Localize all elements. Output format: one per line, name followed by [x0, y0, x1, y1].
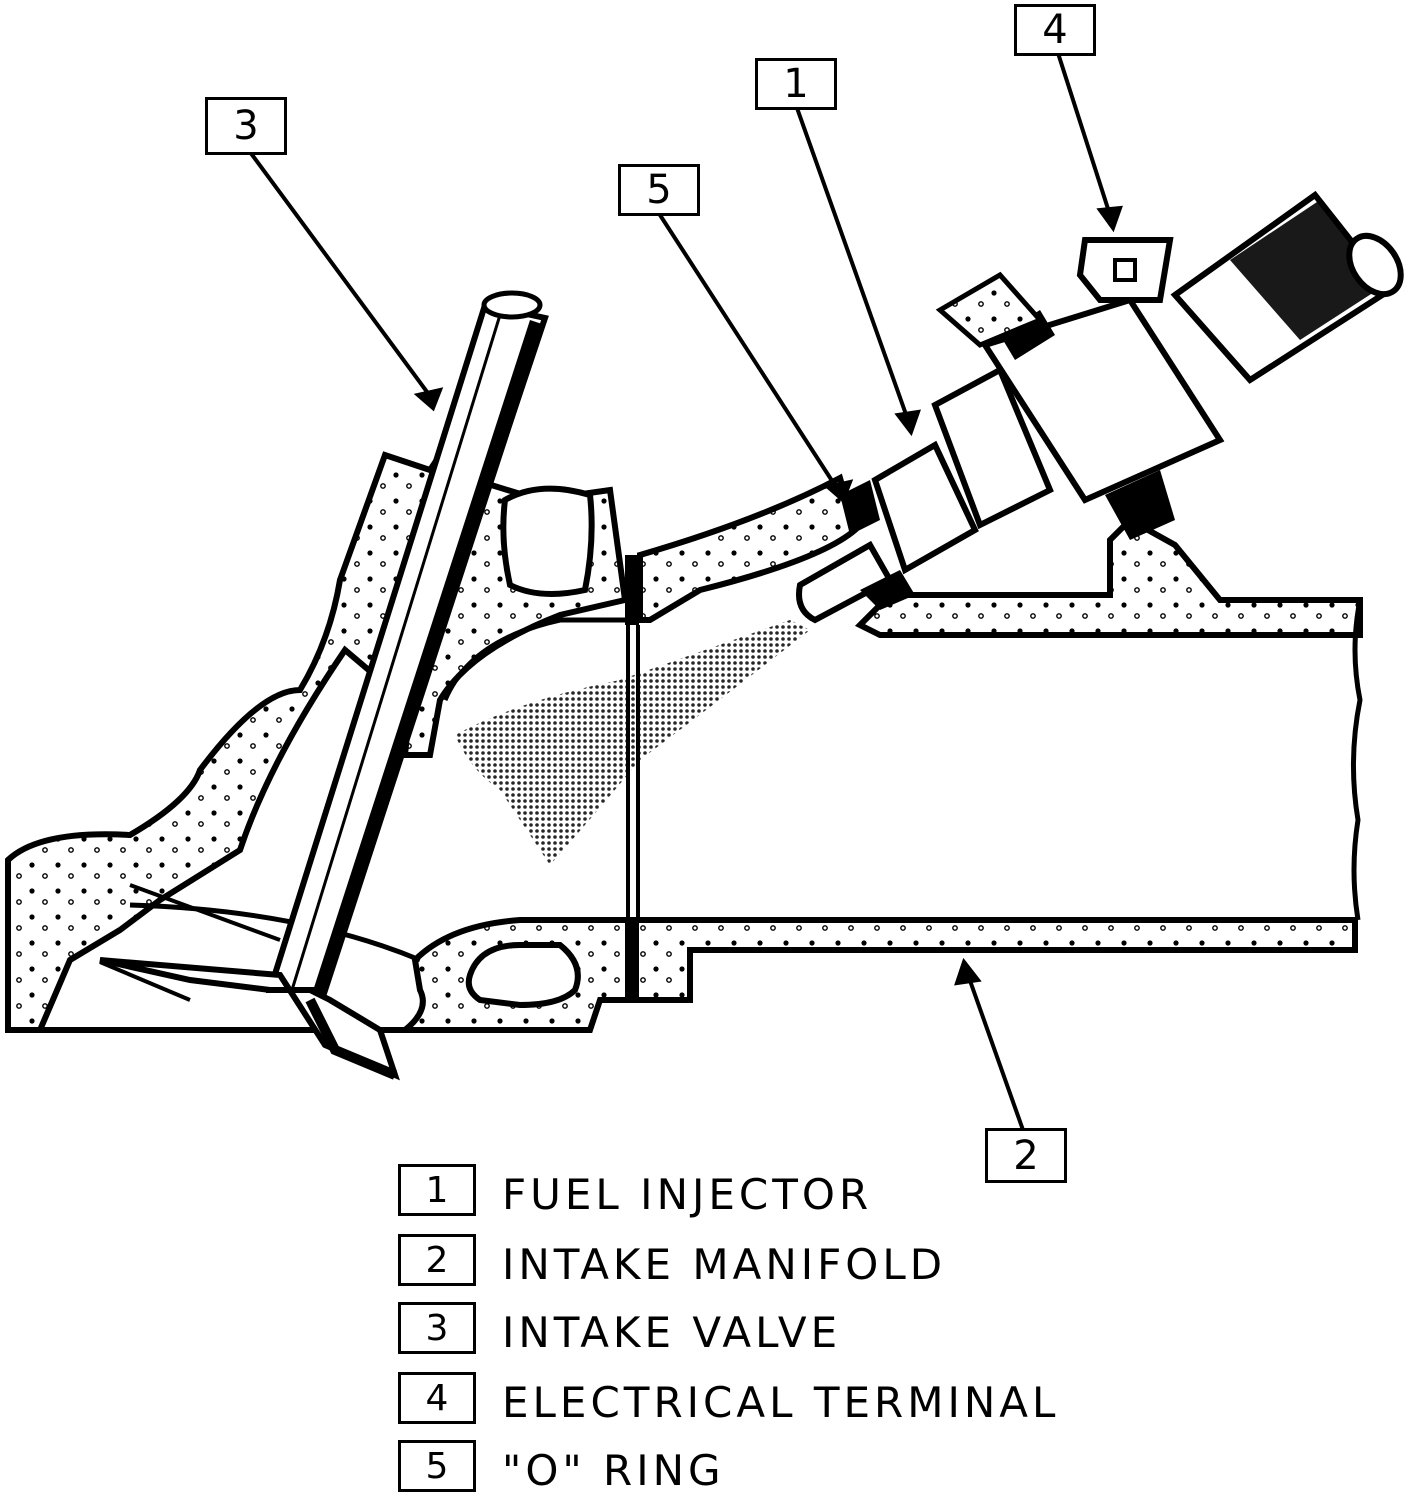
- legend-number-3: 3: [398, 1302, 476, 1354]
- legend-label-5: "O" RING: [502, 1445, 725, 1495]
- water-jacket-top: [500, 485, 595, 597]
- callout-2: 2: [985, 1128, 1067, 1183]
- callout-4: 4: [1014, 4, 1096, 56]
- manifold-cut-edge: [1350, 599, 1363, 921]
- leader-lines: [248, 49, 1123, 1131]
- port-curve-upper: [442, 617, 640, 701]
- fuel-injector: [796, 190, 1404, 624]
- callout-1: 1: [755, 58, 837, 110]
- callout-5: 5: [618, 164, 700, 216]
- legend-label-1: FUEL INJECTOR: [502, 1169, 873, 1219]
- gasket-lower: [625, 918, 639, 1000]
- intake-valve: [99, 290, 549, 1081]
- legend-label-2: INTAKE MANIFOLD: [502, 1239, 947, 1289]
- port-floor-casting: [40, 917, 1358, 1033]
- callout-3: 3: [205, 97, 287, 155]
- manifold-runner-top: [854, 516, 1363, 638]
- legend-label-3: INTAKE VALVE: [502, 1307, 842, 1357]
- gasket-upper: [625, 555, 639, 625]
- legend-number-2: 2: [398, 1234, 476, 1286]
- legend-number-1: 1: [398, 1164, 476, 1216]
- legend-label-4: ELECTRICAL TERMINAL: [502, 1377, 1060, 1427]
- cylinder-head-casting: [5, 451, 629, 1033]
- legend-number-5: 5: [398, 1440, 476, 1492]
- port-curve-lower: [129, 902, 421, 963]
- fuel-spray: [455, 620, 810, 865]
- water-jacket-bottom: [465, 942, 581, 1009]
- legend-number-4: 4: [398, 1372, 476, 1424]
